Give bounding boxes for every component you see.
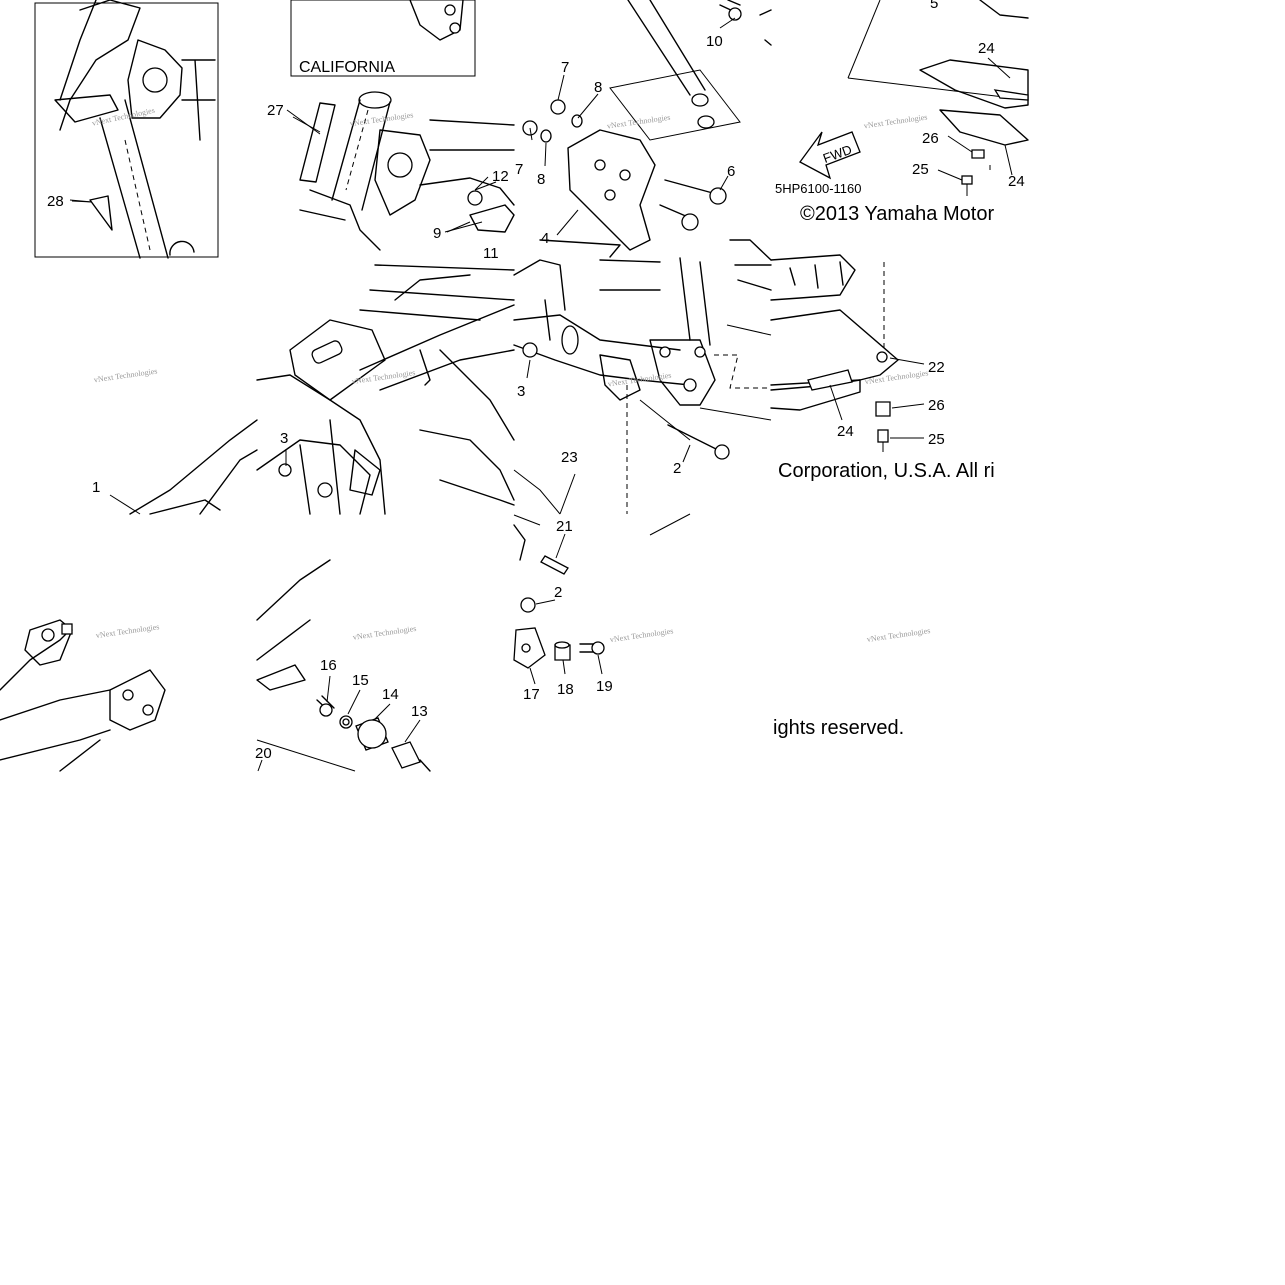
watermark: vNext Technologies bbox=[349, 110, 414, 128]
callout-6: 6 bbox=[727, 163, 735, 180]
watermark: vNext Technologies bbox=[863, 112, 928, 130]
callout-3: 3 bbox=[280, 430, 288, 447]
callout-9: 9 bbox=[433, 225, 441, 242]
copyright-line-3: ights reserved. bbox=[773, 717, 904, 739]
callout-22: 22 bbox=[928, 359, 945, 376]
callout-26: 26 bbox=[922, 130, 939, 147]
watermark: vNext Technologies bbox=[866, 626, 931, 644]
callout-25: 25 bbox=[912, 161, 929, 178]
callout-27: 27 bbox=[267, 102, 284, 119]
part-code: 5HP6100-1160 bbox=[775, 181, 862, 196]
skid-plate-lower bbox=[770, 254, 899, 452]
skid-plate-upper bbox=[847, 0, 1029, 170]
engine-mount-bracket bbox=[522, 0, 772, 258]
callout-4: 4 bbox=[541, 230, 549, 247]
watermark: vNext Technologies bbox=[609, 626, 674, 644]
callout-8: 8 bbox=[594, 79, 602, 96]
callout-7: 7 bbox=[515, 161, 523, 178]
callout-10: 10 bbox=[706, 33, 723, 50]
watermark: vNext Technologies bbox=[351, 368, 416, 386]
callout-numbers: 1 2 2 3 3 4 5 6 7 7 8 8 9 10 11 12 13 14… bbox=[47, 0, 1025, 762]
watermark: vNext Technologies bbox=[606, 113, 671, 131]
copyright-line-2: Corporation, U.S.A. All ri bbox=[778, 460, 995, 482]
inset-california bbox=[290, 0, 476, 77]
callout-28: 28 bbox=[47, 193, 64, 210]
callout-1: 1 bbox=[92, 479, 100, 496]
callout-2: 2 bbox=[554, 584, 562, 601]
watermark: vNext Technologies bbox=[91, 106, 155, 128]
callout-19: 19 bbox=[596, 678, 613, 695]
rear-mount-collars bbox=[256, 559, 431, 772]
bolt-25-26-upper bbox=[961, 149, 985, 196]
callout-8: 8 bbox=[537, 171, 545, 188]
callout-5: 5 bbox=[930, 0, 938, 12]
callout-7: 7 bbox=[561, 59, 569, 76]
bolts-17-21 bbox=[513, 513, 691, 669]
callout-24: 24 bbox=[1008, 173, 1025, 190]
engine-mount-crossmember bbox=[513, 239, 772, 515]
watermark: vNext Technologies bbox=[95, 622, 160, 640]
callout-24: 24 bbox=[978, 40, 995, 57]
callout-24: 24 bbox=[837, 423, 854, 440]
callout-13: 13 bbox=[411, 703, 428, 720]
main-frame-center bbox=[256, 264, 515, 515]
callout-12: 12 bbox=[492, 168, 509, 185]
inset-label: CALIFORNIA bbox=[299, 59, 395, 76]
callout-14: 14 bbox=[382, 686, 399, 703]
leader-lines bbox=[71, 17, 1013, 772]
callout-16: 16 bbox=[320, 657, 337, 674]
frame-rear-lower bbox=[0, 619, 166, 772]
watermark: vNext Technologies bbox=[352, 624, 417, 642]
fwd-arrow-icon: FWD bbox=[799, 131, 861, 180]
callout-11: 11 bbox=[483, 245, 499, 262]
inset-frame-tube bbox=[34, 0, 219, 259]
callout-25: 25 bbox=[928, 431, 945, 448]
watermark: vNext Technologies bbox=[93, 366, 158, 384]
callout-18: 18 bbox=[557, 681, 574, 698]
callout-17: 17 bbox=[523, 686, 540, 703]
callout-20: 20 bbox=[255, 745, 272, 762]
watermark: vNext Technologies bbox=[864, 368, 929, 386]
callout-15: 15 bbox=[352, 672, 369, 689]
watermark: vNext Technologies bbox=[607, 371, 672, 389]
callout-26: 26 bbox=[928, 397, 945, 414]
callout-21: 21 bbox=[556, 518, 573, 535]
head-pipe-assembly bbox=[292, 91, 515, 251]
callout-3: 3 bbox=[517, 383, 525, 400]
frame-rear-left bbox=[109, 419, 258, 515]
copyright-line-1: ©2013 Yamaha Motor bbox=[800, 203, 994, 225]
callout-2: 2 bbox=[673, 460, 681, 477]
callout-23: 23 bbox=[561, 449, 578, 466]
